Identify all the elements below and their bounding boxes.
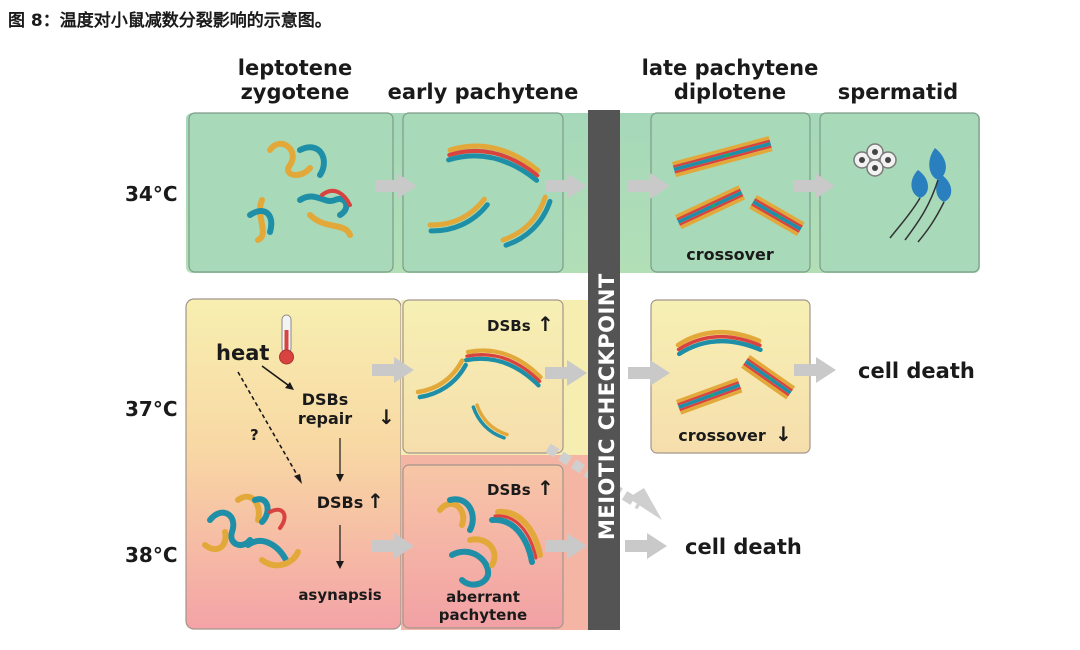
dsbs-38c-up-arrow: ↑	[537, 476, 554, 500]
aberrant-label-1: aberrant	[446, 588, 520, 606]
heat-label: heat	[216, 341, 269, 365]
header-late-pachytene-diplotene: late pachytene diplotene	[635, 56, 825, 104]
panel-34c-early-pachytene	[402, 112, 564, 273]
dsbs-increase-label: DSBs	[317, 493, 364, 512]
aberrant-label-2: pachytene	[439, 606, 527, 624]
chromosomes-aberrant-pachytene	[437, 496, 543, 588]
row-label-37c: 37°C	[125, 397, 178, 421]
crossover-label-34c: crossover	[686, 245, 774, 264]
arrow-heat-to-dsbs-repair	[261, 365, 293, 389]
header-zygotene: zygotene	[240, 80, 350, 104]
header-early-pachytene: early pachytene	[387, 80, 579, 104]
dsbs-repair-label-1: DSBs	[302, 390, 349, 409]
header-late-pachytene: late pachytene	[641, 56, 819, 80]
arrow-38c-to-cell-death	[625, 533, 667, 559]
row-label-34c: 34°C	[125, 182, 178, 206]
thermometer-icon	[279, 314, 294, 365]
dsbs-up-arrow: ↑	[367, 489, 384, 513]
dsbs-repair-label-2: repair	[298, 409, 352, 428]
cell-death-38c-label: cell death	[685, 535, 802, 559]
panel-34c-spermatid	[819, 112, 980, 273]
header-spermatid: spermatid	[837, 80, 959, 104]
row-label-38c: 38°C	[125, 543, 178, 567]
header-leptotene: leptotene	[237, 56, 353, 80]
panel-34c-leptotene	[188, 112, 394, 273]
dsbs-38c-label: DSBs	[487, 481, 531, 499]
chromosomes-asynapsis	[202, 493, 301, 569]
question-mark: ?	[250, 426, 259, 444]
header-diplotene: diplotene	[673, 80, 787, 104]
chromosomes-leptotene-34c	[247, 140, 353, 243]
meiotic-checkpoint-bar	[588, 110, 620, 630]
spermatid-icons	[853, 143, 952, 243]
repair-down-arrow: ↓	[378, 405, 395, 429]
meiotic-checkpoint-label: MEIOTIC CHECKPOINT	[595, 273, 619, 540]
dsbs-37c-up-arrow: ↑	[537, 312, 554, 336]
asynapsis-label: asynapsis	[298, 586, 381, 604]
figure-caption: 图 8：温度对小鼠减数分裂影响的示意图。	[8, 11, 332, 31]
crossover-down-arrow: ↓	[775, 422, 792, 446]
cell-death-37c-label: cell death	[858, 359, 975, 383]
dsbs-37c-label: DSBs	[487, 317, 531, 335]
crossover-label-37c: crossover	[678, 426, 766, 445]
header-leptotene-zygotene: leptotene zygotene	[215, 56, 375, 104]
